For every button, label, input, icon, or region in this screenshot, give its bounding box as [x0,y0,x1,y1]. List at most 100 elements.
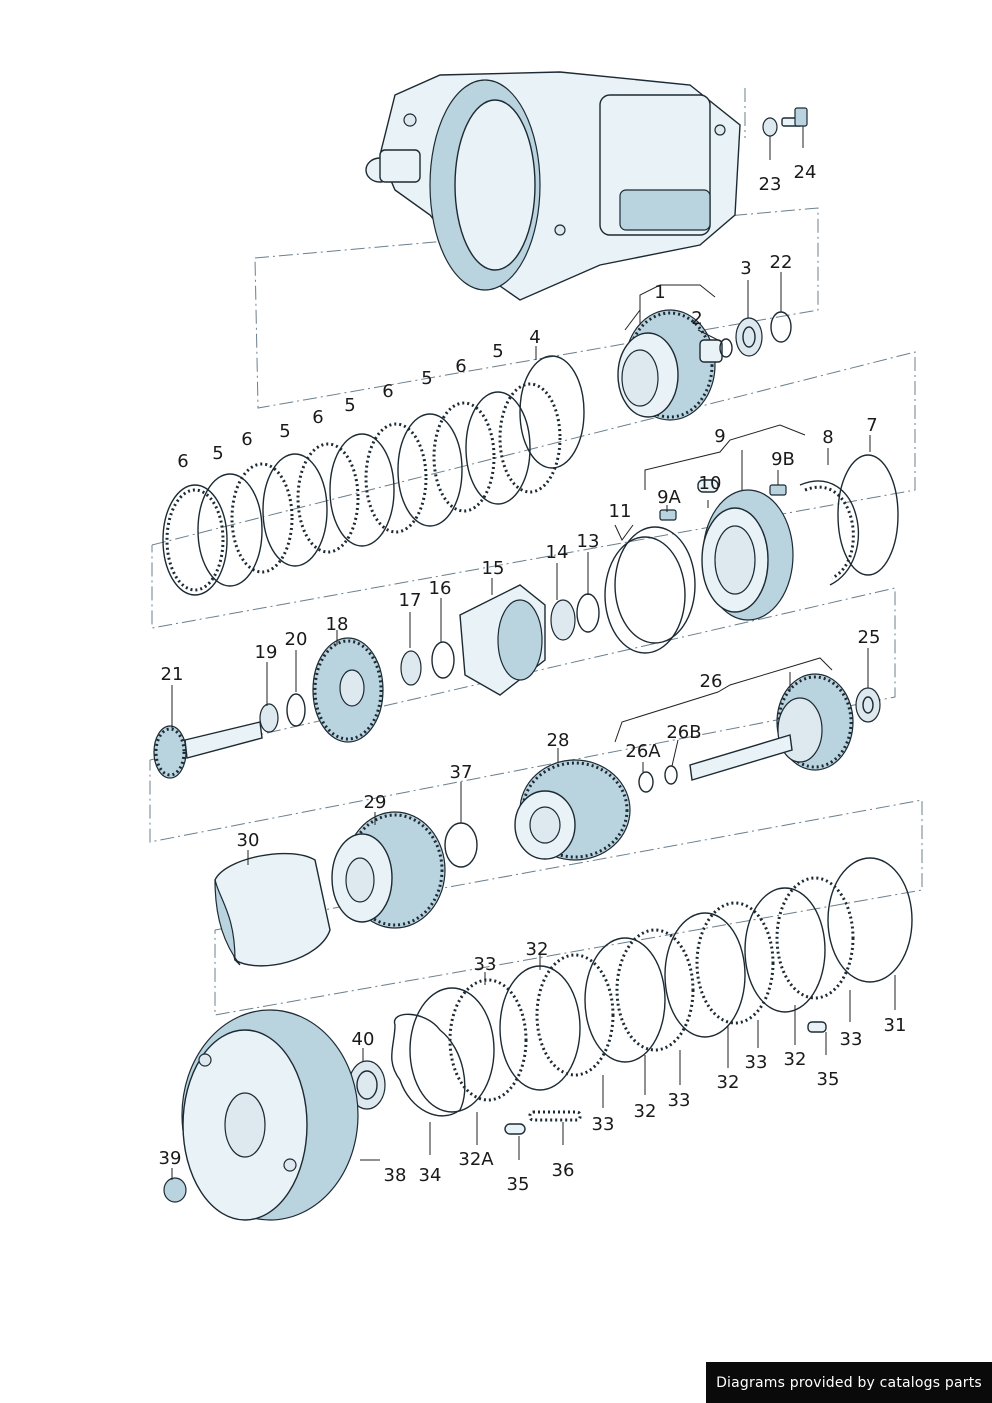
label-5f: 5 [492,341,503,362]
label-14: 14 [546,542,569,563]
bearing-19 [259,703,279,733]
label-32A: 32A [458,1149,494,1170]
label-39: 39 [159,1148,182,1169]
washer-37 [444,822,478,868]
washer-16 [431,641,455,679]
footer-credit: Diagrams provided by catalogs parts [706,1362,992,1403]
seal-40 [348,1060,386,1110]
snap-ring-11 [604,526,696,654]
label-32c: 32 [717,1072,740,1093]
bearing-3 [735,317,763,357]
label-34: 34 [419,1165,442,1186]
label-32b: 32 [634,1101,657,1122]
transmission-housing [365,71,741,301]
nut-39 [163,1177,187,1203]
label-32a: 32 [526,939,549,960]
label-5e: 5 [421,368,432,389]
label-16: 16 [429,578,452,599]
label-21: 21 [161,664,184,685]
label-38: 38 [384,1165,407,1186]
label-17: 17 [399,590,422,611]
label-33e: 33 [745,1052,768,1073]
label-15: 15 [482,558,505,579]
bearing-14 [550,599,576,641]
label-36: 36 [552,1160,575,1181]
label-29: 29 [364,792,387,813]
label-35b: 35 [817,1069,840,1090]
piston-9 [701,489,794,621]
bolt-24 [781,107,808,127]
snap-ring-7 [837,454,899,576]
bearing-17 [400,650,422,686]
label-8: 8 [822,427,833,448]
label-4: 4 [529,327,540,348]
label-31: 31 [884,1015,907,1036]
clutch-plate-stack-upper [162,355,585,596]
label-25: 25 [858,627,881,648]
washer-20 [286,693,306,727]
label-26B: 26B [666,722,701,743]
pin-35b [807,1021,827,1033]
band-30 [214,852,331,967]
torque-converter-38 [181,1009,359,1221]
label-11: 11 [609,501,632,522]
ring-2 [719,338,733,358]
drum-1 [617,309,723,421]
label-33c: 33 [592,1114,615,1135]
label-9A: 9A [657,487,681,508]
ring-26A [638,771,654,793]
label-6b: 6 [241,429,252,450]
clip-9B [769,484,787,496]
shaft-21 [153,721,263,779]
label-13: 13 [577,531,600,552]
drum-26 [689,673,854,781]
label-19: 19 [255,642,278,663]
label-26A: 26A [625,741,661,762]
label-6e: 6 [455,356,466,377]
label-23: 23 [759,174,782,195]
seal-10 [697,479,719,493]
label-24: 24 [794,162,817,183]
spring-8 [799,480,860,586]
label-30: 30 [237,830,260,851]
label-22: 22 [770,252,793,273]
group-boundaries [149,88,923,1016]
label-1: 1 [654,282,665,303]
label-10: 10 [699,473,722,494]
seal-9A [659,509,677,521]
label-33a: 33 [474,954,497,975]
label-6c: 6 [312,407,323,428]
label-3: 3 [740,258,751,279]
carrier-15 [459,584,546,696]
ring-26B [664,765,678,785]
label-37: 37 [450,762,473,783]
label-35a: 35 [507,1174,530,1195]
label-5c: 5 [279,421,290,442]
leader-lines [171,126,896,1180]
label-33d: 33 [668,1090,691,1111]
label-6a: 6 [177,451,188,472]
spring-36 [528,1110,582,1122]
label-18: 18 [326,614,349,635]
label-9: 9 [714,426,725,447]
label-33f: 33 [840,1029,863,1050]
label-7: 7 [866,415,877,436]
label-5b: 5 [212,443,223,464]
label-5d: 5 [344,395,355,416]
label-32d: 32 [784,1049,807,1070]
washer-23 [762,117,778,137]
label-6d: 6 [382,381,393,402]
label-28: 28 [547,730,570,751]
housing-29 [331,811,446,929]
pin-35a [504,1123,526,1135]
gear-18 [312,637,384,743]
label-20: 20 [285,629,308,650]
label-2: 2 [691,308,702,329]
label-26: 26 [700,671,723,692]
bearing-25 [855,687,881,723]
gear-28 [514,759,631,861]
washer-13 [576,593,600,633]
gasket-34 [391,1013,466,1117]
part-labels: 23 24 1 2 3 22 4 5 6 5 6 5 6 5 6 5 6 9 8… [159,162,907,1195]
